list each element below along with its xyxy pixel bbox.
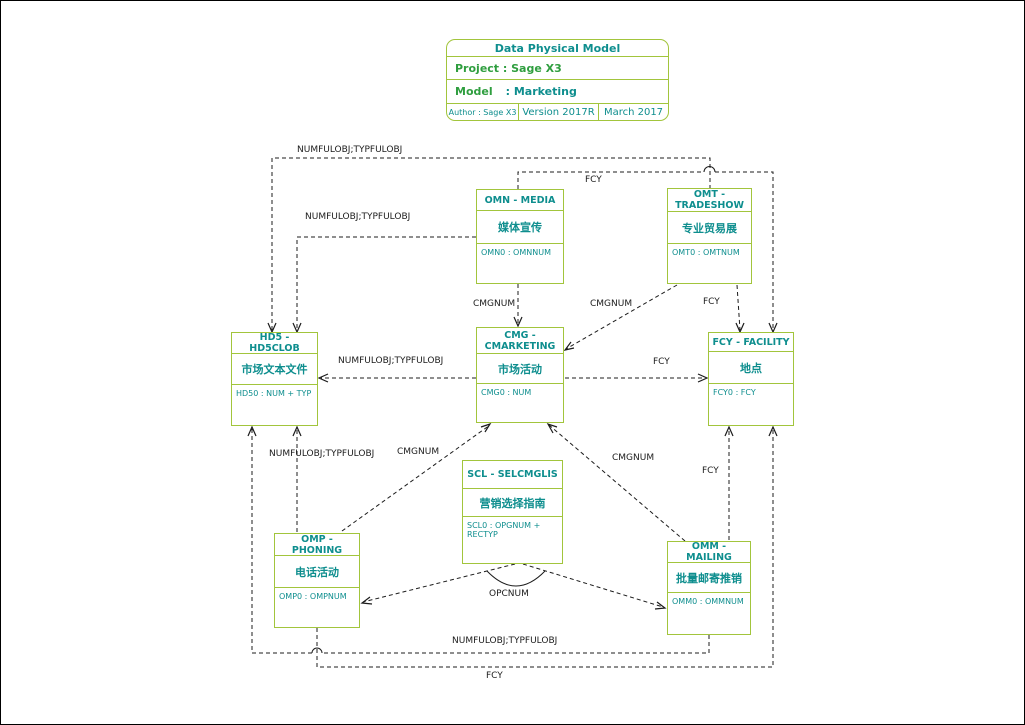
edge-label-omn-hd5: NUMFULOBJ;TYPFULOBJ <box>305 212 411 222</box>
edge-label-omn-fcy: FCY <box>585 175 602 185</box>
entity-omp-phoning: OMP - PHONING 电话活动 OMP0 : OMPNUM <box>274 533 360 628</box>
edge-omp-hd5 <box>292 425 302 532</box>
edge-label-omp-cmg: CMGNUM <box>397 447 440 457</box>
edge-scl-omm <box>522 563 667 610</box>
entity-title: OMM - MAILING <box>668 541 750 563</box>
entity-key: SCL0 : OPGNUM + RECTYP <box>467 521 541 539</box>
entity-key: FCY0 : FCY <box>713 388 756 397</box>
entity-title: OMT - TRADESHOW <box>668 189 751 212</box>
title-meta-row: Author : Sage X3 Version 2017R March 201… <box>447 104 668 120</box>
entity-title: OMP - PHONING <box>275 534 359 556</box>
edge-label-omn-cmg: CMGNUM <box>473 299 516 309</box>
edge-scl-omp <box>360 563 516 605</box>
entity-hd5-hd5clob: HD5 - HD5CLOB 市场文本文件 HD50 : NUM + TYP <box>231 332 318 426</box>
entity-title: SCL - SELCMGLIS <box>463 461 562 489</box>
entity-title: CMG - CMARKETING <box>477 328 563 354</box>
edge-cmg-hd5 <box>317 373 476 383</box>
edge-omp-cmg <box>341 422 492 532</box>
entity-key: CMG0 : NUM <box>481 388 532 397</box>
entity-name-cn: 市场文本文件 <box>232 354 317 385</box>
date-cell: March 2017 <box>603 106 664 118</box>
edge-label-cmg-fcy: FCY <box>653 357 670 367</box>
title-box: Data Physical Model Project : Sage X3 Mo… <box>446 39 669 121</box>
edge-label-omt-cmg: CMGNUM <box>590 299 633 309</box>
author-cell: Author : Sage X3 <box>448 107 517 117</box>
edge-label-omp-hd5: NUMFULOBJ;TYPFULOBJ <box>269 449 375 459</box>
model-label: Model <box>455 85 493 98</box>
project-label: Project : Sage X3 <box>447 57 668 80</box>
edge-omm-hd5 <box>247 425 710 654</box>
edge-label-omm-fcy: FCY <box>702 466 719 476</box>
edge-omn-cmg <box>513 284 523 328</box>
edge-omn-hd5 <box>292 236 476 334</box>
entity-cmg-cmarketing: CMG - CMARKETING 市场活动 CMG0 : NUM <box>476 327 564 423</box>
entity-name-cn: 电话活动 <box>275 556 359 588</box>
edge-omt-cmg <box>563 284 678 351</box>
entity-title: HD5 - HD5CLOB <box>232 332 317 354</box>
edge-cmg-fcy <box>565 373 709 383</box>
entity-scl-selcmglis: SCL - SELCMGLIS 营销选择指南 SCL0 : OPGNUM + R… <box>462 460 563 564</box>
entity-name-cn: 地点 <box>709 352 793 384</box>
edge-omt-fcy <box>735 284 745 334</box>
entity-name-cn: 批量邮寄推销 <box>668 563 750 593</box>
entity-key: OMM0 : OMMNUM <box>672 597 744 606</box>
entity-key: OMN0 : OMNNUM <box>481 248 551 257</box>
entity-title: FCY - FACILITY <box>709 333 793 352</box>
entity-name-cn: 市场活动 <box>477 354 563 384</box>
version-cell: Version 2017R <box>518 104 599 120</box>
entity-fcy-facility: FCY - FACILITY 地点 FCY0 : FCY <box>708 332 794 426</box>
entity-title: OMN - MEDIA <box>477 190 563 211</box>
entity-omt-tradeshow: OMT - TRADESHOW 专业贸易展 OMT0 : OMTNUM <box>667 188 752 284</box>
entity-name-cn: 媒体宣传 <box>477 211 563 244</box>
edge-omm-cmg <box>546 422 686 542</box>
entity-omn-media: OMN - MEDIA 媒体宣传 OMN0 : OMNNUM <box>476 189 564 284</box>
entity-key: OMT0 : OMTNUM <box>672 248 740 257</box>
edge-label-omm-hd5: NUMFULOBJ;TYPFULOBJ <box>452 636 558 646</box>
edge-label-omp-fcy: FCY <box>486 671 503 681</box>
model-value: : Marketing <box>505 85 577 98</box>
entity-omm-mailing: OMM - MAILING 批量邮寄推销 OMM0 : OMMNUM <box>667 541 751 635</box>
exclusive-or-arc <box>486 570 546 587</box>
edge-label-omt-hd5: NUMFULOBJ;TYPFULOBJ <box>297 145 403 155</box>
entity-name-cn: 专业贸易展 <box>668 212 751 244</box>
edge-label-cmg-hd5: NUMFULOBJ;TYPFULOBJ <box>338 356 444 366</box>
edge-label-opcnum: OPCNUM <box>489 589 529 599</box>
entity-name-cn: 营销选择指南 <box>463 489 562 517</box>
entity-key: OMP0 : OMPNUM <box>279 592 347 601</box>
edge-omm-fcy <box>724 425 734 540</box>
edge-label-omt-fcy: FCY <box>703 297 720 307</box>
model-row: Model : Marketing <box>447 80 668 104</box>
edge-label-omm-cmg: CMGNUM <box>612 453 655 463</box>
edge-omp-fcy <box>316 425 778 668</box>
entity-key: HD50 : NUM + TYP <box>236 389 312 398</box>
diagram-title: Data Physical Model <box>447 40 668 57</box>
